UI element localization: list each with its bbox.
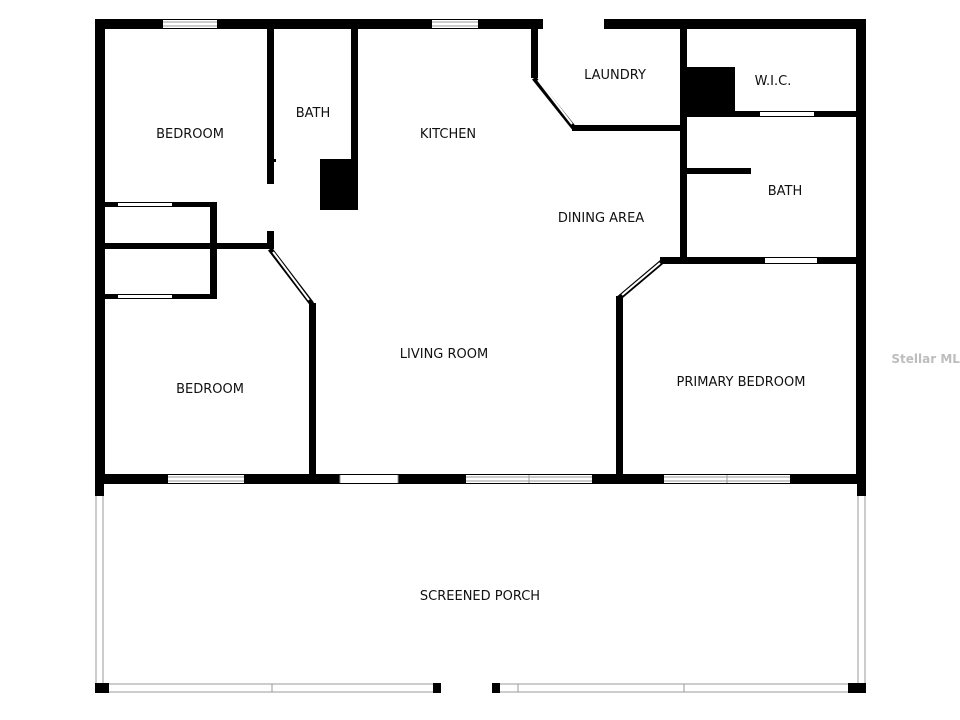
watermark: Stellar MLS <box>891 352 960 366</box>
room-label-bedroom-2: BEDROOM <box>176 382 244 397</box>
room-label-bath-2: BATH <box>768 184 803 199</box>
windows <box>163 20 790 483</box>
porch-screens <box>95 496 866 693</box>
room-label-dining-area: DINING AREA <box>558 211 644 226</box>
room-label-wic: W.I.C. <box>755 74 792 89</box>
room-label-laundry: LAUNDRY <box>584 68 646 83</box>
room-label-bath-1: BATH <box>296 106 331 121</box>
room-label-screened-porch: SCREENED PORCH <box>420 589 540 604</box>
room-label-primary-bedroom: PRIMARY BEDROOM <box>677 375 806 390</box>
room-label-kitchen: KITCHEN <box>420 127 476 142</box>
room-label-bedroom-1: BEDROOM <box>156 127 224 142</box>
interior-walls <box>105 29 856 474</box>
room-label-living-room: LIVING ROOM <box>400 347 488 362</box>
doors <box>268 76 666 306</box>
